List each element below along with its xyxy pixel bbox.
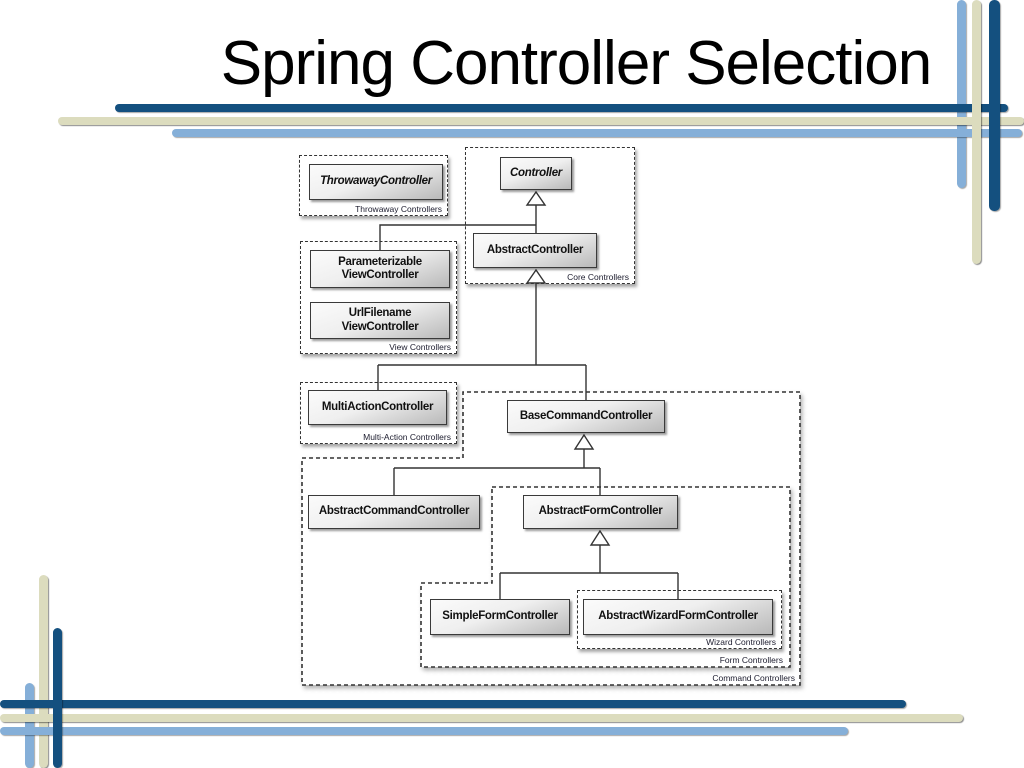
class-box-abstract-controller: AbstractController <box>473 233 597 268</box>
class-box-multi-action-controller: MultiActionController <box>308 390 447 425</box>
inheritance-arrow-icon <box>589 529 611 546</box>
class-box-controller: Controller <box>500 157 572 190</box>
class-box-simple-form-controller: SimpleFormController <box>430 599 570 635</box>
group-label-form-controllers: Form Controllers <box>719 655 783 665</box>
group-label: Core Controllers <box>567 272 629 282</box>
decor-vertical-bar-dark-bottom <box>53 628 62 768</box>
class-box-abstract-wizard-form-controller: AbstractWizardFormController <box>583 599 773 635</box>
decor-horizontal-bar-light-bottom <box>0 727 848 735</box>
class-box-url-filename-view-controller: UrlFilename ViewController <box>310 302 450 339</box>
decor-horizontal-bar-cream-bottom <box>0 714 963 722</box>
decor-horizontal-bar-dark-top <box>115 104 1008 112</box>
decor-vertical-bar-light-bottom <box>25 683 34 768</box>
inheritance-line <box>393 449 601 495</box>
group-label: View Controllers <box>389 342 451 352</box>
decor-horizontal-bar-cream-top <box>58 117 1024 125</box>
group-label-command-controllers: Command Controllers <box>712 673 795 683</box>
class-box-parameterizable-view-controller: Parameterizable ViewController <box>310 250 450 288</box>
decor-vertical-bar-light-top <box>957 0 966 188</box>
decor-horizontal-bar-light-top <box>172 129 1022 137</box>
decor-horizontal-bar-dark-bottom <box>0 700 906 708</box>
group-label: Multi-Action Controllers <box>363 432 451 442</box>
class-box-abstract-command-controller: AbstractCommandController <box>308 495 480 529</box>
slide-title: Spring Controller Selection <box>220 29 933 98</box>
group-label: Wizard Controllers <box>706 637 776 647</box>
inheritance-arrow-icon <box>573 433 595 450</box>
class-box-throwaway-controller: ThrowawayController <box>309 164 443 200</box>
class-box-abstract-form-controller: AbstractFormController <box>523 495 678 529</box>
decor-vertical-bar-dark-top <box>989 0 1000 211</box>
decor-vertical-bar-cream-bottom <box>39 575 48 768</box>
group-label: Throwaway Controllers <box>355 204 442 214</box>
decor-vertical-bar-cream-top <box>972 0 981 264</box>
class-box-base-command-controller: BaseCommandController <box>507 400 665 433</box>
